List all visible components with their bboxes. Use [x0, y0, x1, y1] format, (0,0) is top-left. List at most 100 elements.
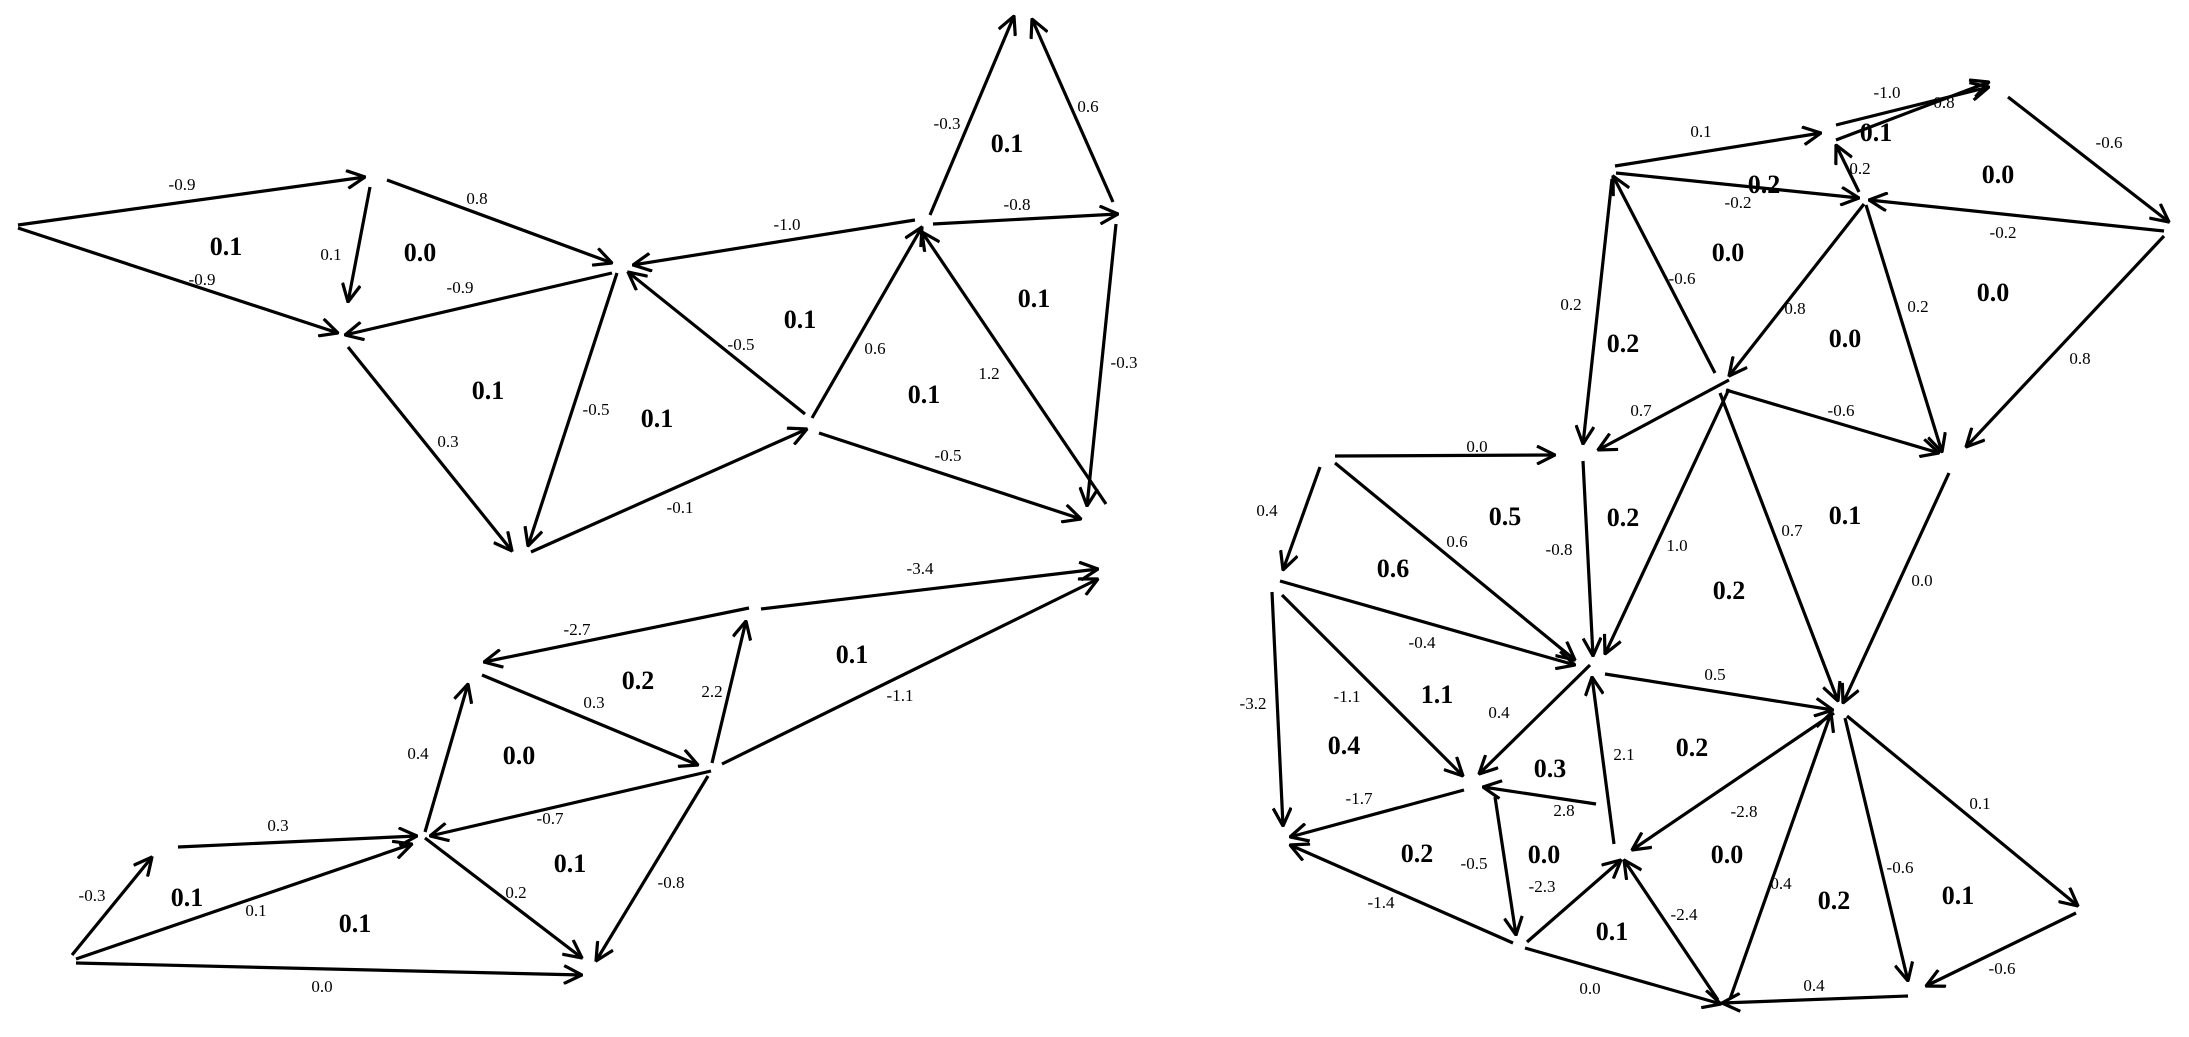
- edge-value-label: 0.1: [320, 245, 341, 264]
- face-value-label: 0.3: [1534, 754, 1567, 783]
- directed-edge-arrow: [1581, 460, 1593, 656]
- face-value-label: 1.1: [1421, 680, 1454, 709]
- directed-edge-arrow: [1613, 176, 1717, 374]
- edge-value-label: 0.0: [1466, 437, 1487, 456]
- edge-value-label: 0.3: [267, 816, 288, 835]
- edge-label-group: -0.9-0.90.80.1-0.90.3-0.5-0.1-0.5-1.00.6…: [79, 83, 2123, 998]
- directed-edge-arrow: [1864, 204, 1942, 452]
- directed-edge-arrow: [1632, 711, 1835, 850]
- directed-edge-arrow: [596, 775, 710, 961]
- directed-edge-arrow: [633, 218, 916, 265]
- face-value-label: 0.6: [1377, 554, 1410, 583]
- face-value-label: 0.1: [908, 380, 941, 409]
- directed-edge-arrow: [430, 769, 712, 836]
- edge-value-label: 0.2: [1907, 297, 1928, 316]
- face-value-label: 0.1: [210, 232, 243, 261]
- directed-edge-arrow: [1615, 171, 1859, 198]
- edge-value-label: -0.8: [1004, 195, 1031, 214]
- edge-value-label: 0.8: [466, 189, 487, 208]
- directed-edge-arrow: [1525, 860, 1621, 944]
- edge-value-label: -0.5: [935, 446, 962, 465]
- edge-value-label: 0.8: [1933, 93, 1954, 112]
- edge-value-label: -0.9: [189, 270, 216, 289]
- face-value-label: 0.1: [991, 129, 1024, 158]
- edge-value-label: -3.4: [907, 559, 934, 578]
- edge-value-label: -0.3: [79, 886, 106, 905]
- edge-value-label: 0.4: [407, 744, 429, 763]
- directed-edge-arrow: [1604, 672, 1833, 710]
- directed-edge-arrow: [1926, 911, 2077, 986]
- edge-value-label: 0.0: [1579, 979, 1600, 998]
- face-value-label: 0.2: [1818, 886, 1851, 915]
- edge-value-label: -0.5: [583, 400, 610, 419]
- directed-edge-arrow: [1334, 455, 1555, 456]
- edge-value-label: 0.5: [1704, 665, 1725, 684]
- edge-value-label: -1.1: [887, 686, 914, 705]
- directed-edge-arrow: [1835, 82, 1989, 142]
- directed-edge-arrow: [1722, 996, 1909, 1003]
- edge-value-label: 0.4: [1803, 976, 1825, 995]
- face-value-label: 0.0: [1977, 278, 2010, 307]
- edge-value-label: 0.7: [1781, 521, 1803, 540]
- directed-edge-arrow: [1624, 860, 1720, 1001]
- directed-edge-arrow: [1333, 461, 1575, 660]
- edge-group: [17, 16, 2169, 1004]
- directed-edge-arrow: [1524, 946, 1721, 1004]
- directed-edge-arrow: [1718, 392, 1838, 701]
- edge-value-label: -0.7: [537, 809, 564, 828]
- edge-value-label: 0.1: [1969, 794, 1990, 813]
- face-value-label: 0.2: [1401, 839, 1434, 868]
- directed-edge-arrow: [1270, 591, 1283, 826]
- directed-edge-arrow: [386, 178, 612, 263]
- edge-value-label: 0.2: [1849, 159, 1870, 178]
- face-value-label: 0.1: [1942, 881, 1975, 910]
- face-value-label: 0.0: [503, 741, 536, 770]
- edge-value-label: -2.8: [1731, 802, 1758, 821]
- face-value-label: 0.1: [1018, 284, 1051, 313]
- directed-edge-arrow: [75, 961, 582, 975]
- directed-edge-arrow: [1869, 200, 2165, 233]
- face-value-label: 0.2: [1713, 576, 1746, 605]
- face-value-label: 0.2: [1607, 329, 1640, 358]
- directed-edge-arrow: [481, 673, 698, 765]
- face-value-label: 0.0: [1829, 324, 1862, 353]
- face-value-label: 0.4: [1328, 731, 1361, 760]
- directed-edge-arrow: [70, 857, 152, 957]
- directed-edge-arrow: [810, 227, 922, 419]
- directed-edge-arrow: [1087, 223, 1118, 506]
- edge-value-label: -3.2: [1240, 694, 1267, 713]
- directed-edge-arrow: [1598, 378, 1730, 450]
- face-value-label: 0.0: [404, 238, 437, 267]
- edge-value-label: 0.1: [1690, 122, 1711, 141]
- directed-edge-arrow: [1290, 845, 1514, 945]
- face-value-label: 0.1: [472, 376, 505, 405]
- directed-edge-arrow: [345, 271, 613, 335]
- directed-edge-arrow: [1843, 717, 1908, 981]
- edge-value-label: -0.6: [1887, 858, 1914, 877]
- directed-edge-arrow: [1725, 388, 1939, 453]
- edge-value-label: -1.0: [1874, 83, 1901, 102]
- edge-value-label: 0.1: [245, 901, 266, 920]
- face-value-label: 0.2: [1607, 503, 1640, 532]
- directed-edge-arrow: [1583, 178, 1614, 444]
- directed-edge-arrow: [423, 684, 468, 833]
- edge-value-label: 1.0: [1666, 536, 1687, 555]
- face-value-label: 0.0: [1711, 840, 1744, 869]
- face-value-label: 0.1: [1829, 501, 1862, 530]
- directed-edge-arrow: [818, 431, 1081, 519]
- directed-edge-arrow: [1279, 579, 1575, 665]
- edge-value-label: 0.4: [1256, 501, 1278, 520]
- directed-edge-arrow: [1845, 714, 2078, 906]
- edge-value-label: -0.9: [447, 278, 474, 297]
- edge-value-label: -0.4: [1409, 633, 1436, 652]
- face-value-label: 0.5: [1489, 502, 1522, 531]
- directed-edge-arrow: [1843, 472, 1951, 703]
- edge-value-label: -0.2: [1990, 223, 2017, 242]
- edge-value-label: 0.8: [1784, 299, 1805, 318]
- directed-edge-arrow: [1605, 388, 1731, 654]
- directed-edge-arrow: [760, 569, 1098, 611]
- edge-value-label: 0.2: [505, 883, 526, 902]
- directed-edge-arrow: [75, 844, 412, 961]
- edge-value-label: 0.4: [1488, 703, 1510, 722]
- face-value-label: 0.2: [1676, 733, 1709, 762]
